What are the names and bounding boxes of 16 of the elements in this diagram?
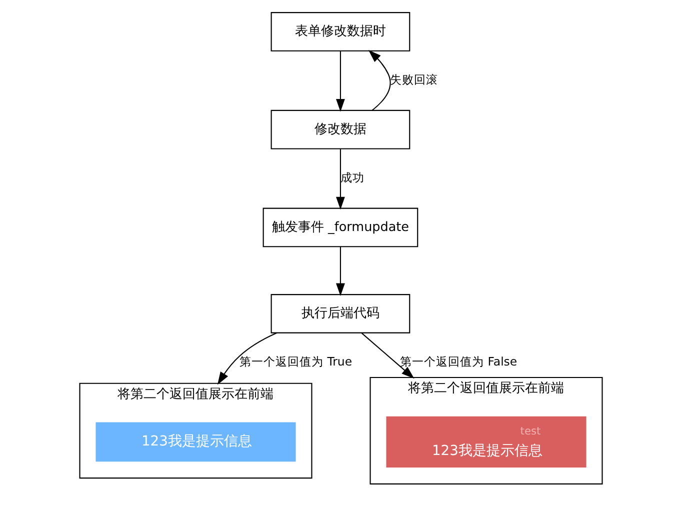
node-box: 表单修改数据时 [270, 12, 410, 52]
edge-label: 成功 [340, 170, 364, 185]
arrow [368, 50, 390, 111]
node-box: test 123我是提示信息 [386, 416, 586, 468]
arrow [336, 246, 344, 296]
arrow [336, 149, 344, 210]
node-box: 123我是提示信息 [95, 422, 296, 462]
arrow [336, 51, 344, 112]
arrow [216, 332, 276, 385]
node-box: 修改数据 [270, 110, 410, 150]
node-box: 执行后端代码 [270, 294, 410, 334]
edge-label: 第一个返回值为 True [239, 354, 352, 369]
edge-label: 第一个返回值为 False [400, 354, 517, 369]
node-box: 触发事件 _formupdate [262, 208, 418, 248]
edge-label: 失败回滚 [389, 72, 438, 87]
arrow [360, 332, 414, 379]
